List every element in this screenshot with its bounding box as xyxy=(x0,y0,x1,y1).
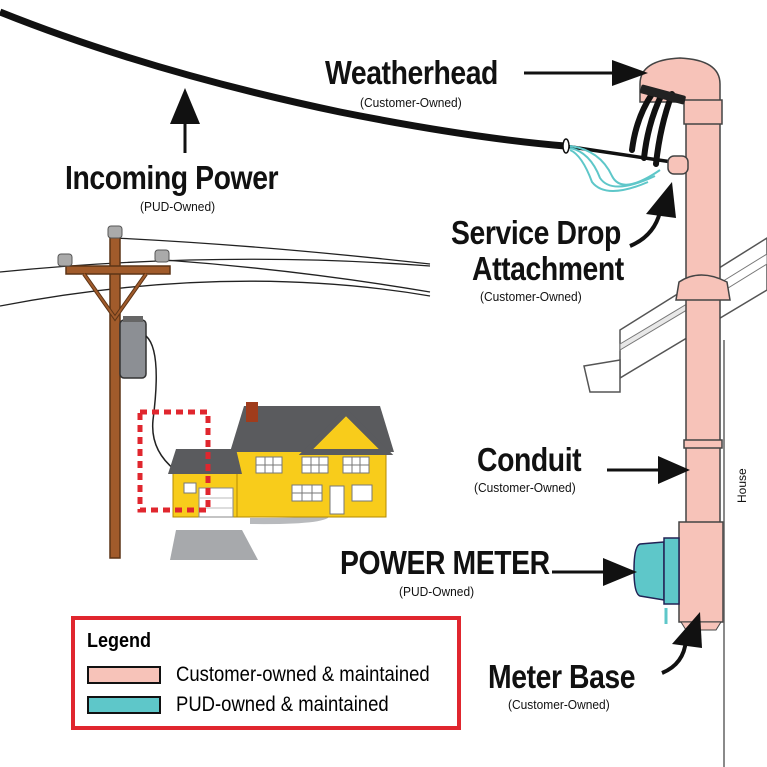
power-meter-owner: (PUD-Owned) xyxy=(399,584,475,599)
power-meter xyxy=(633,537,680,624)
background-power-lines xyxy=(0,237,431,307)
incoming-power-owner: (PUD-Owned) xyxy=(140,199,216,214)
weatherhead-owner: (Customer-Owned) xyxy=(360,95,462,110)
house-label: House xyxy=(735,468,749,503)
legend-title: Legend xyxy=(87,630,152,652)
meter-base-owner: (Customer-Owned) xyxy=(508,697,610,712)
legend-label-customer: Customer-owned & maintained xyxy=(176,663,430,686)
incoming-power-label: Incoming Power xyxy=(65,159,279,196)
highlight-box xyxy=(137,409,211,513)
utility-pole xyxy=(57,225,176,559)
legend: Legend Customer-owned & maintained PUD-o… xyxy=(71,616,461,730)
legend-label-pud: PUD-owned & maintained xyxy=(176,693,389,716)
service-drop-owner: (Customer-Owned) xyxy=(480,289,582,304)
house-illustration xyxy=(168,402,394,560)
conduit-owner: (Customer-Owned) xyxy=(474,480,576,495)
conduit-label: Conduit xyxy=(477,441,582,478)
conduit-mast xyxy=(629,57,731,631)
meter-base-label: Meter Base xyxy=(488,658,636,695)
service-drop-label: Service Drop xyxy=(451,214,621,251)
pointer-arrows xyxy=(170,60,702,675)
power-meter-label: POWER METER xyxy=(340,544,550,581)
service-drop-label-line2: Attachment xyxy=(472,250,624,287)
weatherhead-label: Weatherhead xyxy=(325,54,498,91)
legend-swatch-customer xyxy=(87,666,161,684)
legend-swatch-pud xyxy=(87,696,161,714)
